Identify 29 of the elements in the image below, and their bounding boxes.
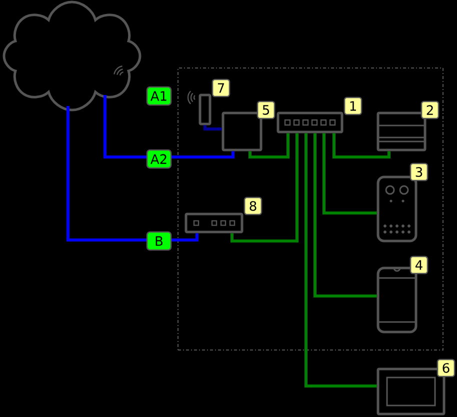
- cable: [304, 133, 377, 388]
- cable: [322, 133, 377, 214]
- number-badge: 7: [212, 78, 230, 98]
- number-badge: 4: [410, 256, 428, 274]
- nas-drawing: [376, 112, 426, 152]
- link-label: A1: [146, 86, 172, 106]
- modem-box: [222, 112, 262, 152]
- edge-label: B: [146, 231, 172, 251]
- number-badge: 5: [256, 100, 276, 120]
- cloud: [2, 0, 142, 112]
- number-badge: 6: [436, 358, 456, 378]
- cable: [332, 133, 390, 158]
- cable: [314, 133, 377, 298]
- cable: [104, 95, 234, 158]
- cable: [248, 133, 290, 158]
- switch-drawing: [276, 112, 344, 134]
- edge-label: A2: [146, 149, 172, 169]
- remote-drawing: [376, 176, 418, 242]
- cable: [204, 125, 222, 130]
- cable: [66, 106, 198, 242]
- number-badge: 3: [410, 162, 428, 182]
- number-badge: 2: [420, 100, 440, 120]
- router-drawing: [184, 212, 244, 234]
- phone-drawing: [376, 266, 418, 334]
- number-badge: 8: [244, 196, 262, 216]
- dashed-frame: [178, 68, 444, 350]
- number-badge: 1: [344, 96, 362, 116]
- cable: [230, 133, 298, 242]
- antenna-drawing: [198, 94, 212, 126]
